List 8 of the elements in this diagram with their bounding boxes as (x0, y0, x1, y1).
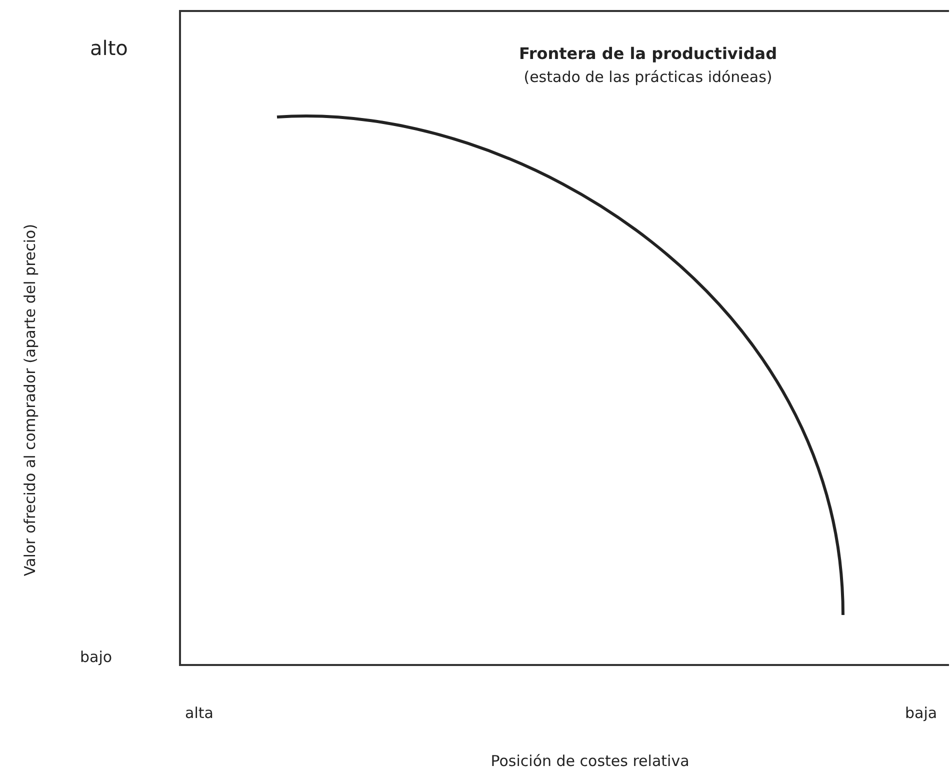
axis-value-label: alta (185, 704, 214, 722)
curve-title: Frontera de la productividad (518, 44, 778, 64)
axis-title: Posición de costes relativa (490, 752, 690, 770)
axis-title: Valor ofrecido al comprador (aparte del precio) (21, 224, 39, 576)
axis-value-label: baja (905, 704, 938, 722)
axis-value-label: bajo (80, 648, 112, 666)
curve-subtitle: (estado de las prácticas idóneas) (524, 68, 772, 86)
axis-value-label: alto (90, 36, 128, 60)
